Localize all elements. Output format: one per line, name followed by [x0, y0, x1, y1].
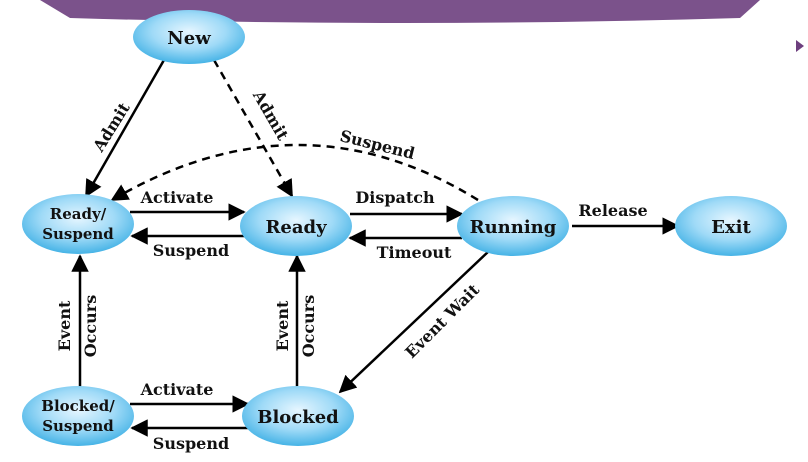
label-suspend-top: Suspend	[153, 241, 229, 260]
state-running: Running	[457, 196, 569, 256]
label-admit-right: Admit	[249, 86, 293, 144]
label-release: Release	[578, 201, 647, 220]
state-ready: Ready	[240, 196, 352, 256]
state-blocked: Blocked	[242, 386, 354, 446]
state-blocked-label: Blocked	[257, 407, 339, 428]
state-running-label: Running	[470, 217, 557, 238]
state-ready-label: Ready	[265, 217, 327, 238]
state-new: New	[133, 10, 245, 64]
state-blocked-suspend-line1: Blocked/	[41, 397, 115, 415]
label-activate-top: Activate	[140, 188, 214, 207]
state-blocked-suspend-line2: Suspend	[42, 417, 114, 435]
state-ready-suspend-line2: Suspend	[42, 225, 114, 243]
label-suspend-arc: Suspend	[338, 126, 417, 163]
state-new-label: New	[167, 28, 211, 49]
edge-event-wait	[338, 249, 491, 394]
state-exit: Exit	[675, 196, 787, 256]
state-blocked-suspend: Blocked/ Suspend	[22, 386, 134, 446]
label-activate-bottom: Activate	[140, 380, 214, 399]
edge-admit-ready	[212, 59, 294, 198]
edge-admit-ready-suspend	[84, 59, 166, 198]
corner-triangle	[796, 40, 804, 52]
state-exit-label: Exit	[711, 217, 751, 238]
label-event-mid: Event	[273, 300, 292, 351]
state-ready-suspend: Ready/ Suspend	[22, 194, 134, 254]
state-ready-suspend-line1: Ready/	[50, 205, 107, 223]
label-occurs-left: Occurs	[81, 295, 100, 358]
label-suspend-bottom: Suspend	[153, 434, 229, 453]
label-admit-left: Admit	[88, 99, 134, 156]
label-dispatch: Dispatch	[355, 188, 435, 207]
label-occurs-mid: Occurs	[299, 295, 318, 358]
label-timeout: Timeout	[377, 243, 452, 262]
label-event-left: Event	[55, 300, 74, 351]
